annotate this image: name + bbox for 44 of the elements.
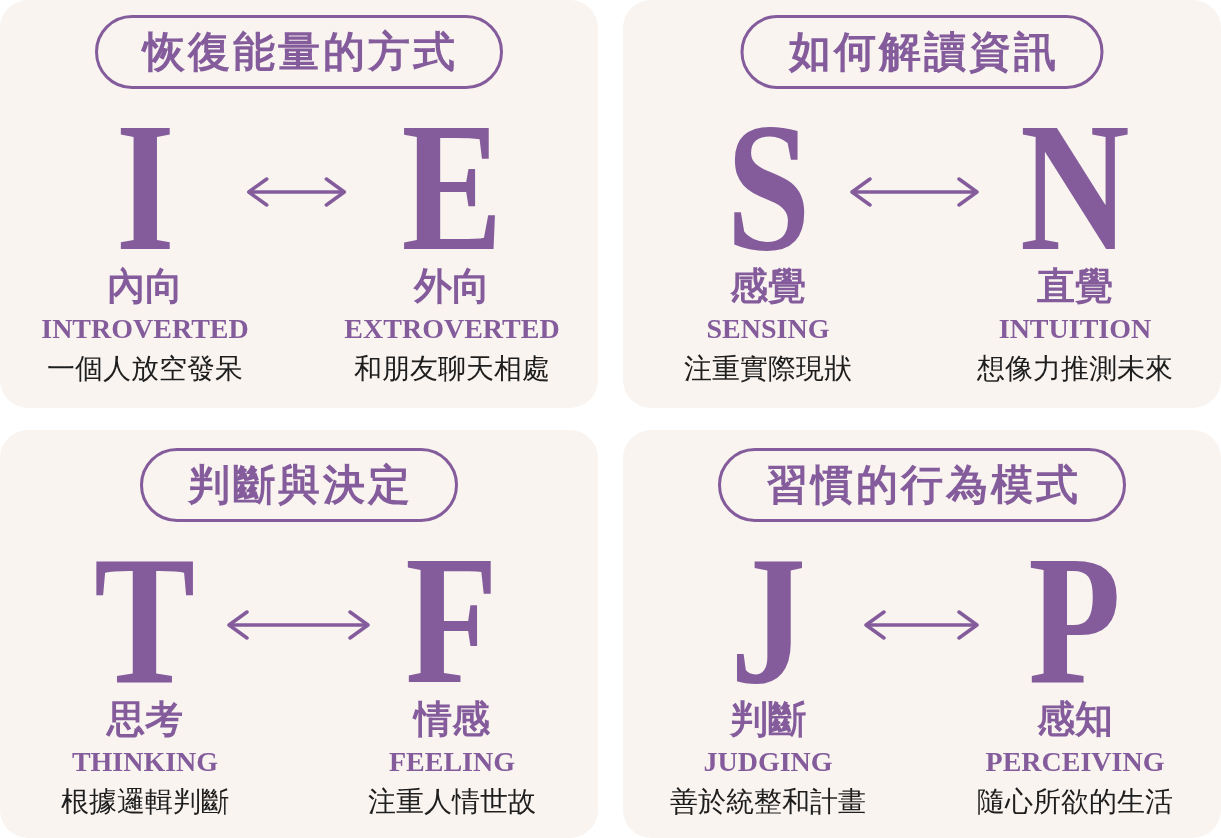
big-letter: J xyxy=(730,557,806,682)
big-letter: T xyxy=(94,557,196,682)
panel xyxy=(0,0,598,408)
description: 善於統整和計畫 xyxy=(670,784,866,820)
title-pill: 習慣的行為模式 xyxy=(718,448,1126,522)
double-arrow xyxy=(227,610,370,640)
big-letter: N xyxy=(1020,124,1130,249)
title-pill: 恢復能量的方式 xyxy=(95,15,503,89)
trait-label: 外向 xyxy=(414,265,490,307)
trait-label: 思考 xyxy=(107,698,183,740)
trait-name: THINKING xyxy=(71,746,219,778)
trait-name: INTUITION xyxy=(998,313,1152,345)
trait-name: JUDGING xyxy=(703,746,833,778)
trait-name: INTROVERTED xyxy=(41,313,249,345)
description: 和朋友聊天相處 xyxy=(354,351,550,387)
trait-label: 判斷 xyxy=(730,698,806,740)
trait-name: SENSING xyxy=(706,313,830,345)
trait-name: PERCEIVING xyxy=(985,746,1165,778)
double-arrow xyxy=(864,610,979,640)
description: 注重實際現狀 xyxy=(684,351,852,387)
panel xyxy=(0,430,598,838)
double-arrow xyxy=(850,177,979,207)
trait-label: 直覺 xyxy=(1037,265,1113,307)
big-letter: I xyxy=(115,124,175,249)
description: 想像力推測未來 xyxy=(977,351,1173,387)
trait-label: 內向 xyxy=(107,265,183,307)
panel xyxy=(623,430,1221,838)
description: 隨心所欲的生活 xyxy=(977,784,1173,820)
trait-label: 情感 xyxy=(414,698,490,740)
description: 注重人情世故 xyxy=(368,784,536,820)
title-pill: 判斷與決定 xyxy=(140,448,458,522)
big-letter: S xyxy=(725,124,811,249)
trait-name: EXTROVERTED xyxy=(344,313,560,345)
description: 一個人放空發呆 xyxy=(47,351,243,387)
double-arrow xyxy=(247,177,347,207)
panel xyxy=(623,0,1221,408)
description: 根據邏輯判斷 xyxy=(61,784,229,820)
big-letter: P xyxy=(1028,557,1122,682)
trait-label: 感覺 xyxy=(730,265,806,307)
big-letter: E xyxy=(401,124,503,249)
big-letter: F xyxy=(405,557,499,682)
title-pill: 如何解讀資訊 xyxy=(740,15,1104,89)
trait-name: FEELING xyxy=(389,746,515,778)
trait-label: 感知 xyxy=(1037,698,1113,740)
